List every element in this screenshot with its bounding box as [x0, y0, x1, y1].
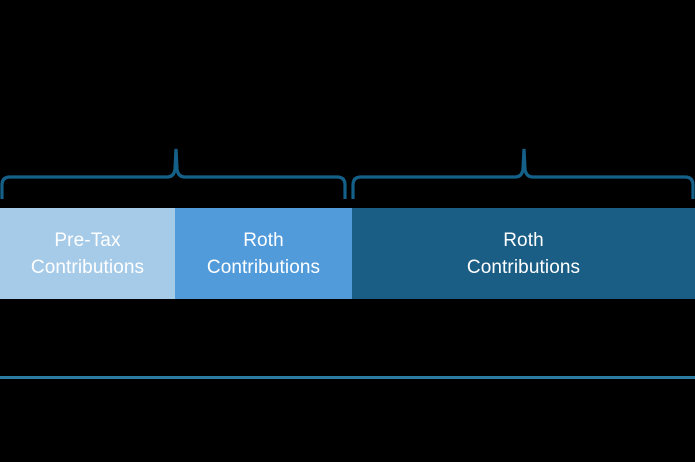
bar-segment-roth-contributions-mid[interactable]: Roth Contributions	[175, 208, 352, 299]
left-brace-icon	[0, 148, 347, 199]
right-brace-icon	[351, 148, 695, 199]
bar-segment-roth-contributions-dark[interactable]: Roth Contributions	[352, 208, 695, 299]
contribution-bar: Pre-Tax Contributions Roth Contributions…	[0, 208, 695, 299]
bar-segment-pre-tax-contributions[interactable]: Pre-Tax Contributions	[0, 208, 175, 299]
baseline-rule	[0, 376, 695, 379]
